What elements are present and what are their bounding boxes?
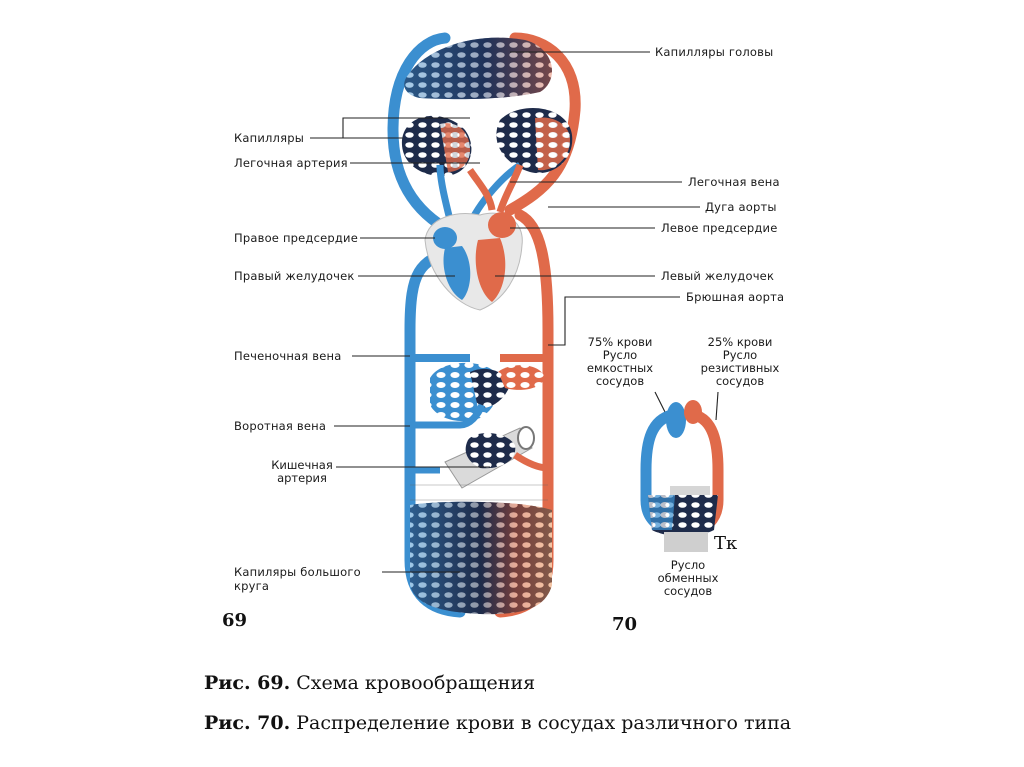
label-exchange-line3: сосудов bbox=[664, 584, 712, 598]
aorta bbox=[504, 32, 581, 216]
label-exchange-line2: обменных bbox=[658, 571, 719, 585]
label-left-ventricle: Левый желудочек bbox=[661, 269, 774, 283]
heart bbox=[424, 212, 523, 311]
figure-70-number: 70 bbox=[612, 614, 637, 635]
portal-vein-vessel bbox=[410, 403, 486, 429]
liver-capillaries bbox=[430, 362, 545, 422]
right-ventricle-shape bbox=[443, 246, 471, 300]
lung-capillaries-right bbox=[496, 108, 573, 174]
fig69-labels: Капилляры головы Капилляры Легочная арте… bbox=[234, 45, 784, 593]
head-capillaries bbox=[404, 37, 552, 100]
label-right-ventricle: Правый желудочек bbox=[234, 269, 355, 283]
left-atrium-shape bbox=[488, 212, 516, 238]
label-resistive-line3: резистивных bbox=[701, 361, 780, 375]
label-systemic-capillaries-line2: круга bbox=[234, 579, 269, 593]
label-intestinal-artery-line2: артерия bbox=[277, 471, 327, 485]
heart-arterial-half bbox=[684, 400, 702, 424]
connecting-vessels bbox=[410, 484, 548, 501]
label-exchange-line1: Русло bbox=[671, 558, 705, 572]
tk-label: Тк bbox=[714, 533, 738, 554]
label-intestinal-artery-line1: Кишечная bbox=[271, 458, 333, 472]
label-capacitive-line2: Русло bbox=[603, 348, 637, 362]
label-capacitive-line4: сосудов bbox=[596, 374, 644, 388]
figure-69-number: 69 bbox=[222, 610, 247, 631]
caption-fig69: Рис. 69. Схема кровообращения bbox=[204, 672, 535, 694]
label-capacitive-line1: 75% крови bbox=[588, 335, 653, 349]
label-hepatic-vein: Печеночная вена bbox=[234, 349, 342, 363]
intestinal-artery-vessel bbox=[513, 452, 549, 472]
superior-vena-cava bbox=[387, 32, 458, 238]
label-head-capillaries: Капилляры головы bbox=[655, 45, 773, 59]
label-right-atrium: Правое предсердие bbox=[234, 231, 358, 245]
intestine bbox=[444, 426, 535, 489]
lung-capillaries-left bbox=[401, 115, 472, 177]
label-resistive-line2: Русло bbox=[723, 348, 757, 362]
systemic-capillaries bbox=[410, 501, 552, 615]
label-abdominal-aorta: Брюшная аорта bbox=[686, 290, 784, 304]
heart-venous-half bbox=[666, 402, 686, 438]
figure-70: 75% крови Русло емкостных сосудов 25% кр… bbox=[587, 335, 780, 635]
label-left-atrium: Левое предсердие bbox=[661, 221, 778, 235]
label-capacitive-line3: емкостных bbox=[587, 361, 653, 375]
label-capillaries: Капилляры bbox=[234, 131, 304, 145]
label-systemic-capillaries-line1: Капиляры большого bbox=[234, 565, 361, 579]
caption-fig70: Рис. 70. Распределение крови в сосудах р… bbox=[204, 712, 791, 734]
label-resistive-line4: сосудов bbox=[716, 374, 764, 388]
pulmonary-vein-vessel bbox=[467, 163, 524, 214]
caption-fig70-text: Распределение крови в сосудах различного… bbox=[290, 712, 792, 734]
left-ventricle-shape bbox=[475, 238, 506, 302]
label-portal-vein: Воротная вена bbox=[234, 419, 326, 433]
caption-fig69-text: Схема кровообращения bbox=[290, 672, 536, 694]
label-aortic-arch: Дуга аорты bbox=[705, 200, 777, 214]
right-atrium-shape bbox=[433, 227, 457, 249]
label-pulmonary-vein: Легочная вена bbox=[688, 175, 780, 189]
caption-fig70-prefix: Рис. 70. bbox=[204, 712, 291, 734]
exchange-tissue-bottom bbox=[664, 532, 708, 552]
label-pulmonary-artery: Легочная артерия bbox=[234, 156, 348, 170]
label-resistive-line1: 25% крови bbox=[708, 335, 773, 349]
caption-fig69-prefix: Рис. 69. bbox=[204, 672, 291, 694]
figure-69: Капилляры головы Капилляры Легочная арте… bbox=[222, 32, 784, 631]
